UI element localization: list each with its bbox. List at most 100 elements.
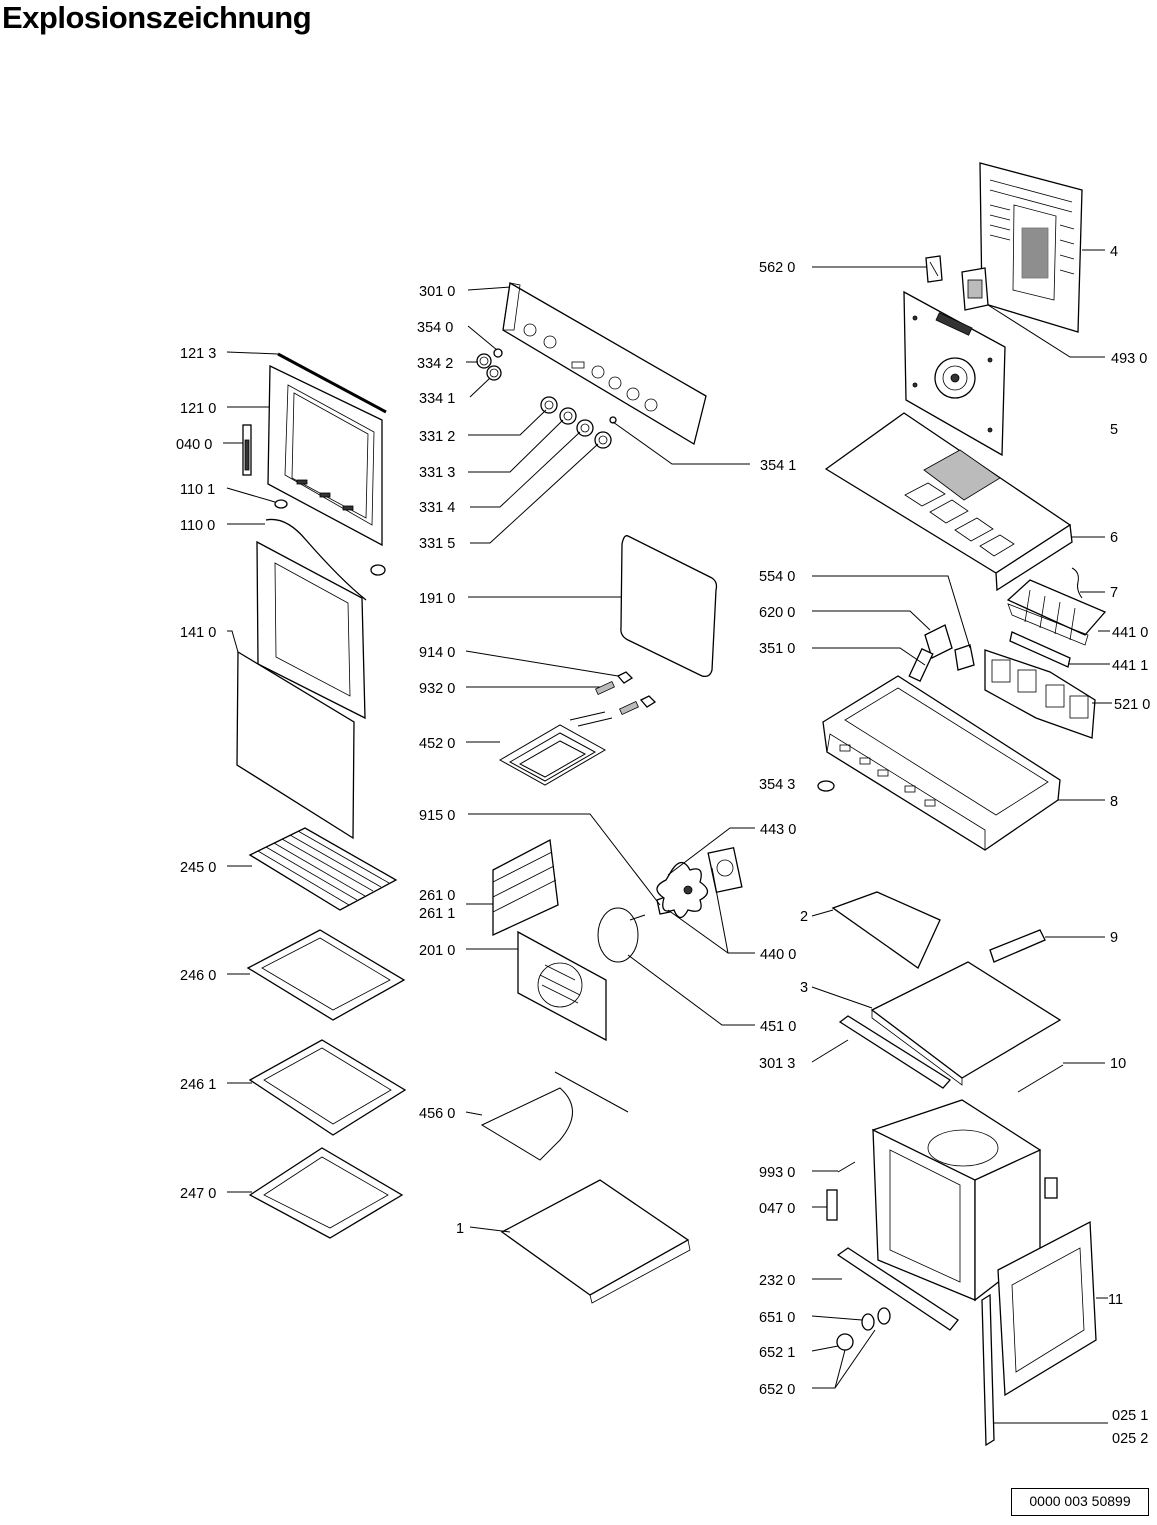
- label-914-0: 914 0: [419, 645, 455, 661]
- heating-element-part-452-0: [498, 711, 613, 786]
- fan-tangential-part-441-0: [1006, 579, 1107, 646]
- label-452-0: 452 0: [419, 736, 455, 752]
- label-121-3: 121 3: [180, 346, 216, 362]
- label-2: 2: [800, 909, 808, 925]
- label-1: 1: [456, 1221, 464, 1237]
- part-labels: 562 0 4 301 0 493 0 121 3 354 0 334 2 33…: [176, 244, 1150, 1447]
- label-451-0: 451 0: [760, 1019, 796, 1035]
- label-4: 4: [1110, 244, 1118, 260]
- bottom-plate-part-1: [500, 1179, 691, 1304]
- label-441-1: 441 1: [1112, 658, 1148, 674]
- document-number: 0000 003 50899: [1011, 1488, 1149, 1516]
- leader-lines: [223, 249, 1112, 1424]
- label-651-0: 651 0: [759, 1310, 795, 1326]
- label-5: 5: [1110, 422, 1118, 438]
- door-frame-part-121-0: [267, 364, 383, 547]
- side-rack-part-261: [492, 838, 559, 937]
- top-plate-part-3: [870, 961, 1062, 1086]
- terminal-block-part-493-0: [961, 267, 989, 311]
- bracket-part-562-0: [925, 255, 943, 283]
- electronics-group: [908, 579, 1107, 739]
- label-932-0: 932 0: [419, 681, 455, 697]
- label-652-0: 652 0: [759, 1382, 795, 1398]
- knobs-group: [476, 348, 617, 449]
- terminals-part-914-932: [595, 671, 657, 716]
- front-frame-part-11: [997, 1220, 1097, 1397]
- label-331-2: 331 2: [419, 429, 455, 445]
- label-331-3: 331 3: [419, 465, 455, 481]
- label-6: 6: [1110, 530, 1118, 546]
- label-521-0: 521 0: [1114, 697, 1150, 713]
- label-7: 7: [1110, 585, 1118, 601]
- baking-tray-part-247-0: [248, 1147, 404, 1239]
- label-246-1: 246 1: [180, 1077, 216, 1093]
- label-301-0: 301 0: [419, 284, 455, 300]
- fan-motor-part-440-443: [656, 846, 743, 919]
- label-351-0: 351 0: [759, 641, 795, 657]
- label-441-0: 441 0: [1112, 625, 1148, 641]
- label-993-0: 993 0: [759, 1165, 795, 1181]
- trim-strip-part-301-3: [838, 1015, 951, 1089]
- label-141-0: 141 0: [180, 625, 216, 641]
- label-456-0: 456 0: [419, 1106, 455, 1122]
- label-232-0: 232 0: [759, 1273, 795, 1289]
- relay-block-part-521-0: [984, 649, 1096, 739]
- knob-part-354-3: [817, 780, 835, 792]
- label-9: 9: [1110, 930, 1118, 946]
- side-strip-part-025: [981, 1293, 995, 1447]
- label-8: 8: [1110, 794, 1118, 810]
- label-110-0: 110 0: [180, 518, 215, 534]
- bar-part-232-0: [836, 1247, 959, 1331]
- bracket-part-2: [831, 891, 941, 969]
- lower-element-part-456-0: [480, 1071, 629, 1161]
- label-554-0: 554 0: [759, 569, 795, 585]
- handle-end-part-110-1: [274, 499, 288, 509]
- label-331-5: 331 5: [419, 536, 455, 552]
- handle-part-110-0: [265, 518, 386, 601]
- label-493-0: 493 0: [1111, 351, 1147, 367]
- label-040-0: 040 0: [176, 437, 212, 453]
- label-025-2: 025 2: [1112, 1431, 1148, 1447]
- label-354-0: 354 0: [417, 320, 453, 336]
- label-201-0: 201 0: [419, 943, 455, 959]
- label-245-0: 245 0: [180, 860, 216, 876]
- label-562-0: 562 0: [759, 260, 795, 276]
- back-panel-part-4: [979, 162, 1083, 333]
- label-11: 11: [1108, 1292, 1123, 1308]
- label-301-3: 301 3: [759, 1056, 795, 1072]
- label-443-0: 443 0: [760, 822, 796, 838]
- label-620-0: 620 0: [759, 605, 795, 621]
- knob-parts-651-652: [836, 1307, 891, 1351]
- label-331-4: 331 4: [419, 500, 455, 516]
- label-334-1: 334 1: [419, 391, 455, 407]
- circular-element-part-451-0: [597, 907, 646, 963]
- label-261-1: 261 1: [419, 906, 455, 922]
- baking-tray-part-246-0: [246, 929, 406, 1021]
- rear-wall-part-5: [903, 290, 1006, 457]
- label-025-1: 025 1: [1112, 1408, 1148, 1424]
- hinge-part-047-0: [826, 1189, 838, 1221]
- hinge-part-040-0: [242, 424, 252, 476]
- control-panel-part-301-0: [502, 281, 707, 446]
- baking-tray-part-246-1: [248, 1039, 407, 1136]
- label-047-0: 047 0: [759, 1201, 795, 1217]
- label-334-2: 334 2: [417, 356, 453, 372]
- label-3: 3: [800, 980, 808, 996]
- label-354-3: 354 3: [759, 777, 795, 793]
- label-121-0: 121 0: [180, 401, 216, 417]
- label-110-1: 110 1: [180, 482, 215, 498]
- label-354-1: 354 1: [760, 458, 796, 474]
- bar-part-9: [989, 929, 1046, 963]
- seal-strip-part-121-3: [277, 352, 387, 414]
- page-title: Explosionszeichnung: [2, 0, 312, 35]
- label-261-0: 261 0: [419, 888, 455, 904]
- rod-part-10: [1017, 1064, 1064, 1093]
- door-seal-part-191-0: [620, 535, 718, 678]
- label-652-1: 652 1: [759, 1345, 795, 1361]
- base-plate-part-6: [824, 412, 1073, 592]
- label-247-0: 247 0: [180, 1186, 216, 1202]
- fan-cover-part-201-0: [517, 930, 607, 1042]
- label-10: 10: [1110, 1056, 1126, 1072]
- screw-part-993-0: [837, 1161, 856, 1173]
